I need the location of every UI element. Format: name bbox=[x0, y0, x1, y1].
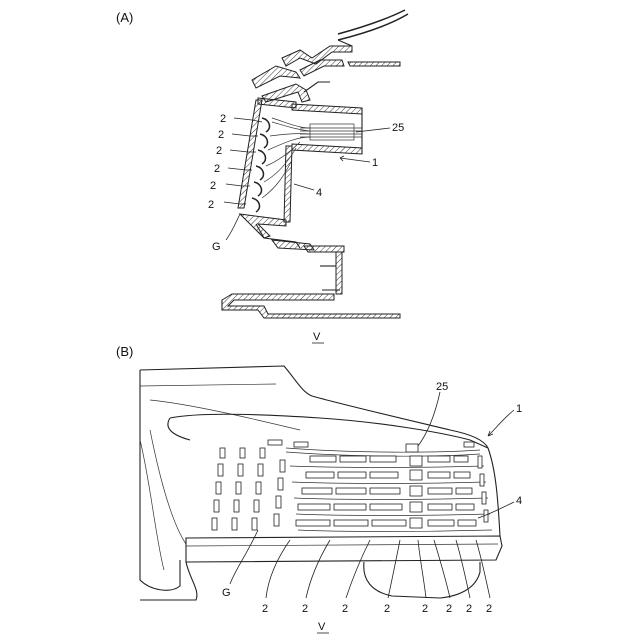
ref-25-b: 25 bbox=[436, 381, 448, 393]
ref-4-b: 4 bbox=[516, 495, 522, 507]
harness-bundle bbox=[310, 124, 354, 140]
lower-bracket-section bbox=[240, 214, 286, 238]
panel-b: (B) bbox=[116, 344, 522, 633]
panel-b-label: (B) bbox=[116, 344, 133, 359]
ref-2-a1: 2 bbox=[220, 113, 226, 125]
ref-g-a: G bbox=[212, 241, 221, 253]
ref-1-b: 1 bbox=[516, 403, 522, 415]
ref-1-a: 1 bbox=[372, 157, 378, 169]
ref-4-a: 4 bbox=[316, 187, 322, 199]
ref-2-b8: 2 bbox=[486, 603, 492, 615]
ref-2-a3: 2 bbox=[216, 145, 222, 157]
ref-2-a4: 2 bbox=[214, 163, 220, 175]
bumper-lower-lip bbox=[186, 536, 502, 562]
wire-bundle bbox=[262, 118, 362, 198]
duct-upper-wall bbox=[292, 104, 362, 114]
bumper-inner-section bbox=[336, 252, 342, 294]
ref-2-b7: 2 bbox=[466, 603, 472, 615]
ref-2-b2: 2 bbox=[302, 603, 308, 615]
under-cover-section bbox=[222, 294, 400, 318]
ref-2-a5: 2 bbox=[210, 180, 216, 192]
ref-2-b4: 2 bbox=[384, 603, 390, 615]
panel-a-label: (A) bbox=[116, 10, 133, 25]
grille-frame-rear-wall bbox=[284, 146, 292, 222]
ref-2-b3: 2 bbox=[342, 603, 348, 615]
ref-g-b: G bbox=[222, 587, 231, 599]
ref-2-a2: 2 bbox=[218, 129, 224, 141]
grille-frame-front-wall bbox=[238, 100, 262, 208]
panel-a: (A) bbox=[116, 10, 408, 343]
ref-2-a6: 2 bbox=[208, 199, 214, 211]
ref-25-a: 25 bbox=[392, 122, 404, 134]
ref-2-b1: 2 bbox=[262, 603, 268, 615]
ref-2-b5: 2 bbox=[422, 603, 428, 615]
duct-lower-wall bbox=[292, 144, 362, 154]
view-label-b: V bbox=[318, 621, 326, 633]
left-vertical-fins bbox=[212, 448, 285, 530]
bumper-upper-edge bbox=[170, 414, 488, 448]
view-label-a: V bbox=[313, 331, 321, 343]
ref-2-b6: 2 bbox=[446, 603, 452, 615]
